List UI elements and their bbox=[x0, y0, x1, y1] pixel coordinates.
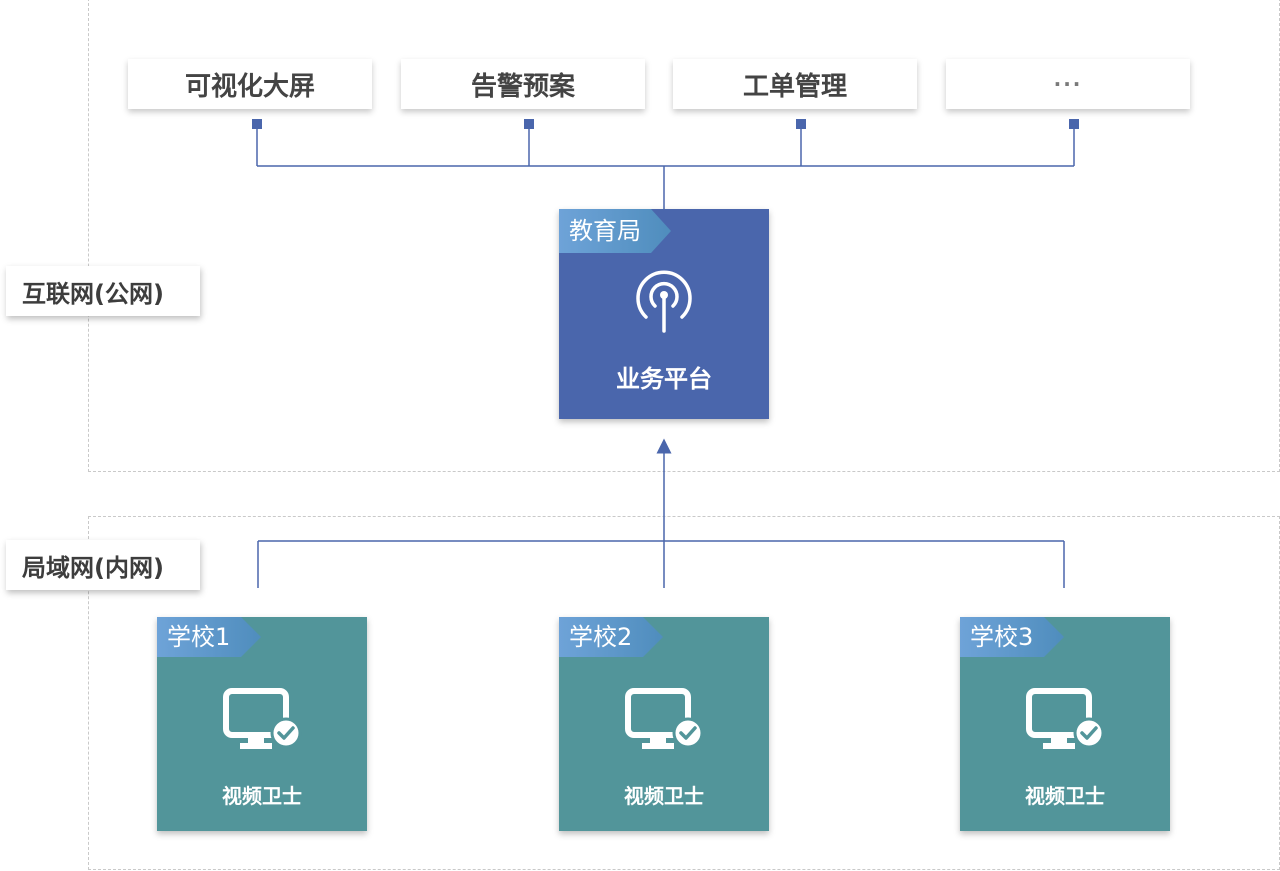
school-node-2[interactable]: 学校2 视频卫士 bbox=[559, 617, 769, 831]
school-title-1: 视频卫士 bbox=[222, 784, 302, 808]
platform-tag: 教育局 bbox=[559, 209, 671, 253]
school-tag-label-1: 学校1 bbox=[167, 623, 231, 651]
school-node-1[interactable]: 学校1 视频卫士 bbox=[157, 617, 367, 831]
module-visual-screen[interactable]: 可视化大屏 bbox=[128, 59, 372, 109]
connector-port-3 bbox=[796, 119, 806, 129]
school-tag-1: 学校1 bbox=[157, 617, 269, 661]
school-title-2: 视频卫士 bbox=[624, 784, 704, 808]
broadcast-signal-icon bbox=[636, 270, 692, 333]
monitor-check-icon bbox=[625, 688, 704, 749]
connector-port-1 bbox=[252, 119, 262, 129]
school-tag-label-3: 学校3 bbox=[970, 623, 1034, 651]
private-network-label: 局域网(内网) bbox=[6, 540, 200, 590]
connector-port-2 bbox=[524, 119, 534, 129]
school-tag-2: 学校2 bbox=[559, 617, 671, 661]
monitor-check-icon bbox=[1026, 688, 1105, 749]
platform-title: 业务平台 bbox=[616, 365, 712, 393]
module-work-order[interactable]: 工单管理 bbox=[673, 59, 917, 109]
school-node-3[interactable]: 学校3 视频卫士 bbox=[960, 617, 1170, 831]
school-tag-3: 学校3 bbox=[960, 617, 1072, 661]
business-platform-node[interactable]: 教育局 业务平台 bbox=[559, 209, 769, 419]
module-alarm-plan[interactable]: 告警预案 bbox=[401, 59, 645, 109]
monitor-check-icon bbox=[223, 688, 302, 749]
connector-port-4 bbox=[1069, 119, 1079, 129]
platform-tag-label: 教育局 bbox=[569, 217, 641, 245]
school-title-3: 视频卫士 bbox=[1025, 784, 1105, 808]
module-more[interactable]: ··· bbox=[946, 59, 1190, 109]
school-tag-label-2: 学校2 bbox=[569, 623, 633, 651]
public-network-label: 互联网(公网) bbox=[6, 266, 200, 316]
